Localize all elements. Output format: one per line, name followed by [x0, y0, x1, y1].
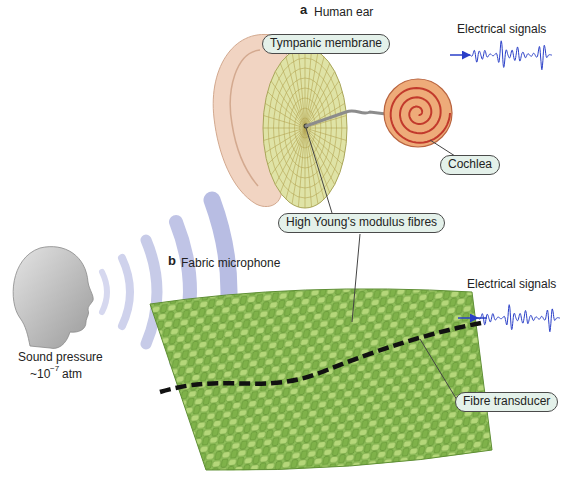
part-label-pill: Cochlea — [440, 155, 500, 175]
speaker-head — [13, 247, 93, 349]
membrane-ring — [295, 108, 316, 148]
waveform — [470, 41, 552, 70]
membrane-ring — [284, 88, 326, 168]
membrane-ring — [279, 78, 332, 178]
annotation-value: ~10 — [30, 367, 50, 381]
ear-fold — [230, 50, 260, 186]
membrane-ring — [289, 98, 321, 158]
part-label-pill: Tympanic membrane — [262, 34, 390, 54]
annotation-unit: atm — [62, 367, 82, 381]
annotation: Sound pressure — [18, 350, 103, 364]
pill-text: Tympanic membrane — [270, 36, 382, 50]
part-label-pill: High Young's modulus fibres — [278, 213, 445, 233]
signal-label: Electrical signals — [457, 22, 546, 36]
cochlea-drawing — [384, 79, 452, 147]
signal-arrow — [458, 317, 478, 319]
pill-text: High Young's modulus fibres — [286, 215, 437, 229]
tympanic-membrane-drawing — [263, 48, 347, 208]
pill-text: Fibre transducer — [463, 394, 550, 408]
panel-letter: a — [300, 3, 307, 17]
fibre-transducer-line — [160, 322, 486, 392]
signal-label: Electrical signals — [467, 277, 556, 291]
signal-arrow — [450, 54, 470, 56]
membrane-ring — [268, 58, 342, 198]
panel-title: Fabric microphone — [181, 256, 280, 270]
ossicles — [306, 111, 386, 126]
membrane-ring — [300, 118, 311, 138]
leader-lines — [306, 128, 457, 400]
panel-title: Human ear — [314, 5, 373, 19]
pill-text: Cochlea — [448, 157, 492, 171]
part-label-pill: Fibre transducer — [455, 392, 558, 412]
membrane-ring — [274, 68, 337, 188]
waveform — [478, 305, 560, 332]
panel-letter: b — [168, 254, 176, 268]
exponent: −7 — [50, 364, 59, 373]
woven-fabric — [150, 289, 492, 470]
